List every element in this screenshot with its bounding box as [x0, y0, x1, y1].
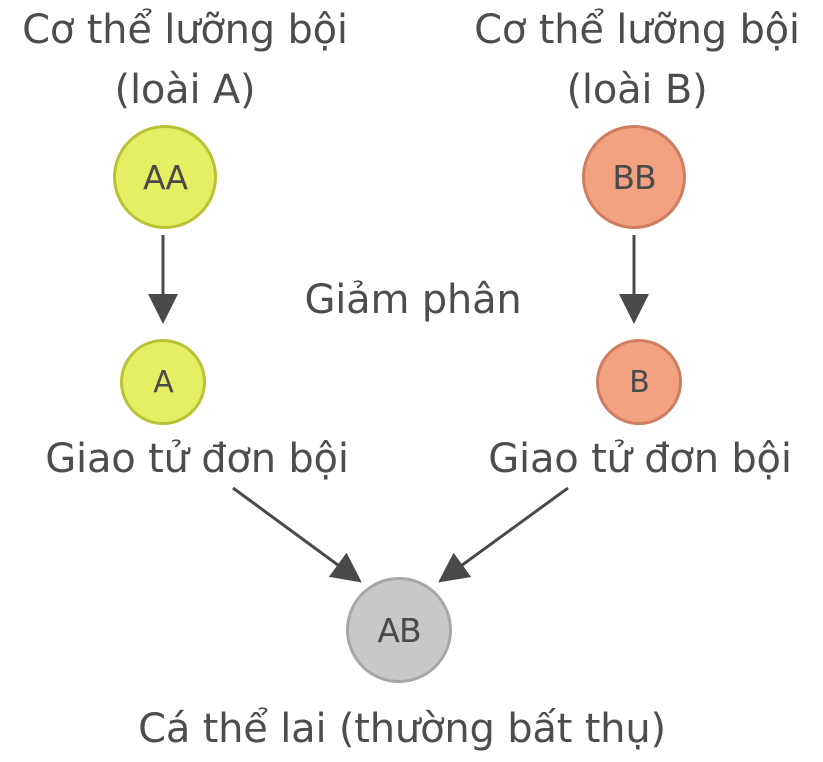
gamete-b-label: Giao tử đơn bội [488, 436, 792, 482]
parent-b-genotype: BB [612, 157, 656, 197]
parent-b-node: BB [582, 125, 686, 229]
arrow-gamete-b-to-hybrid [438, 486, 569, 583]
hybrid-genotype: AB [377, 610, 421, 650]
arrow-gamete-a-to-hybrid [232, 486, 362, 583]
gamete-b-genotype: B [629, 364, 650, 400]
species-a-title-line2: (loài A) [114, 67, 256, 113]
parent-a-genotype: AA [142, 157, 188, 197]
process-label: Giảm phân [304, 277, 522, 323]
species-b-title-line2: (loài B) [566, 67, 708, 113]
gamete-a-label: Giao tử đơn bội [45, 436, 349, 482]
species-a-title-line1: Cơ thể lưỡng bội [22, 7, 348, 53]
gamete-a-genotype: A [153, 364, 174, 400]
gamete-b-node: B [596, 339, 682, 425]
hybrid-node: AB [346, 577, 452, 683]
species-b-title-line1: Cơ thể lưỡng bội [474, 7, 800, 53]
parent-a-node: AA [113, 125, 217, 229]
hybrid-label: Cá thể lai (thường bất thụ) [138, 706, 666, 752]
gamete-a-node: A [120, 339, 206, 425]
